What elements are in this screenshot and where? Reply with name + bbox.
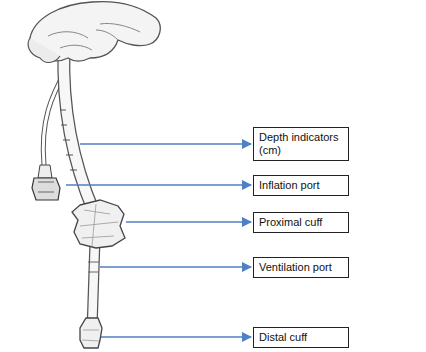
- callout-box: Depth indicators (cm): [253, 127, 349, 161]
- part-label: Proximal cuff: [259, 216, 343, 229]
- callout-box: Inflation port: [253, 175, 349, 196]
- callout-box: Ventilation port: [253, 257, 349, 278]
- part-label: Ventilation port: [259, 261, 343, 274]
- part-label: Distal cuff: [259, 331, 343, 344]
- callout-box: Distal cuff: [253, 327, 349, 348]
- part-label: Depth indicators (cm): [259, 131, 343, 157]
- callout-box: Proximal cuff: [253, 212, 349, 233]
- part-label: Inflation port: [259, 179, 343, 192]
